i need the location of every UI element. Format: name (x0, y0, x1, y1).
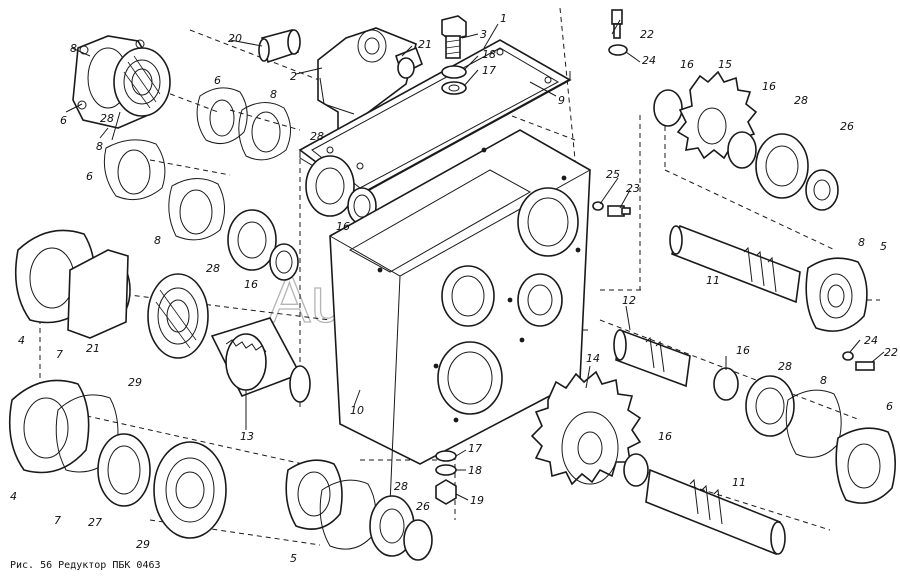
callout: 11 (732, 476, 746, 489)
bottom-center-parts (285, 450, 457, 561)
bolt-and-washers (441, 15, 467, 95)
callout: 2 (290, 70, 297, 83)
side-screw (592, 201, 631, 217)
callout: 12 (622, 294, 636, 307)
callout: 7 (54, 514, 61, 527)
lower-right-gear-shaft (530, 370, 786, 556)
callout: 8 (820, 374, 827, 387)
callout: 6 (86, 170, 93, 183)
callout: 1 (500, 12, 507, 25)
callout: 8 (154, 234, 161, 247)
callout: 16 (658, 430, 672, 443)
callout: 11 (706, 274, 720, 287)
callout: 16 (336, 220, 350, 233)
callout: 26 (416, 500, 430, 513)
callout: 28 (394, 480, 408, 493)
upper-right-gear-shaft (653, 70, 868, 332)
callout: 16 (680, 58, 694, 71)
top-flange-assembly (72, 35, 171, 129)
callout: 14 (586, 352, 600, 365)
callout: 18 (468, 464, 482, 477)
callout: 10 (350, 404, 364, 417)
callout: 25 (606, 168, 620, 181)
callout: 17 (482, 64, 496, 77)
callout: 8 (70, 42, 77, 55)
callout: 16 (736, 344, 750, 357)
callout: 8 (270, 88, 277, 101)
right-small-bolt (842, 351, 875, 371)
callout: 18 (482, 48, 496, 61)
callout: 19 (470, 494, 484, 507)
callout: 21 (86, 342, 100, 355)
callout: 6 (60, 114, 67, 127)
callout: 5 (880, 240, 887, 253)
mid-right-shaft-12 (613, 328, 896, 504)
callout: 28 (310, 130, 324, 143)
callout: 21 (418, 38, 432, 51)
left-shaft-stack (8, 229, 311, 539)
callout: 24 (642, 54, 656, 67)
callout: 7 (56, 348, 63, 361)
callout: 28 (206, 262, 220, 275)
callout: 4 (10, 490, 17, 503)
small-bolt-top (608, 9, 628, 56)
figure-caption: Рис. 56 Редуктор ПБК 0463 (10, 560, 161, 571)
callout: 15 (718, 58, 732, 71)
callout: 4 (18, 334, 25, 347)
callout: 3 (480, 28, 487, 41)
callout: 8 (858, 236, 865, 249)
upper-gaskets (103, 87, 291, 241)
callout: 6 (886, 400, 893, 413)
callout: 16 (762, 80, 776, 93)
callout: 23 (626, 182, 640, 195)
leader-lines (65, 19, 885, 501)
callout: 6 (214, 74, 221, 87)
callout: 22 (884, 346, 898, 359)
callout: 13 (240, 430, 254, 443)
callout: 28 (778, 360, 792, 373)
callout: 22 (640, 28, 654, 41)
bushing-parts (258, 29, 301, 64)
callout: 9 (558, 94, 565, 107)
callout: 5 (290, 552, 297, 565)
mid-bearings (227, 155, 377, 281)
callout: 20 (228, 32, 242, 45)
callout: 29 (128, 376, 142, 389)
callout: 28 (100, 112, 114, 125)
callout-labels: 1 2 3 4 4 5 5 6 6 6 6 7 7 8 8 8 8 8 8 9 … (10, 12, 898, 565)
callout: 16 (244, 278, 258, 291)
callout: 27 (88, 516, 102, 529)
callout: 17 (468, 442, 482, 455)
gearbox-housing (329, 129, 591, 505)
callout: 26 (840, 120, 854, 133)
callout: 28 (794, 94, 808, 107)
callout: 29 (136, 538, 150, 551)
callout: 24 (864, 334, 878, 347)
callout: 8 (96, 140, 103, 153)
